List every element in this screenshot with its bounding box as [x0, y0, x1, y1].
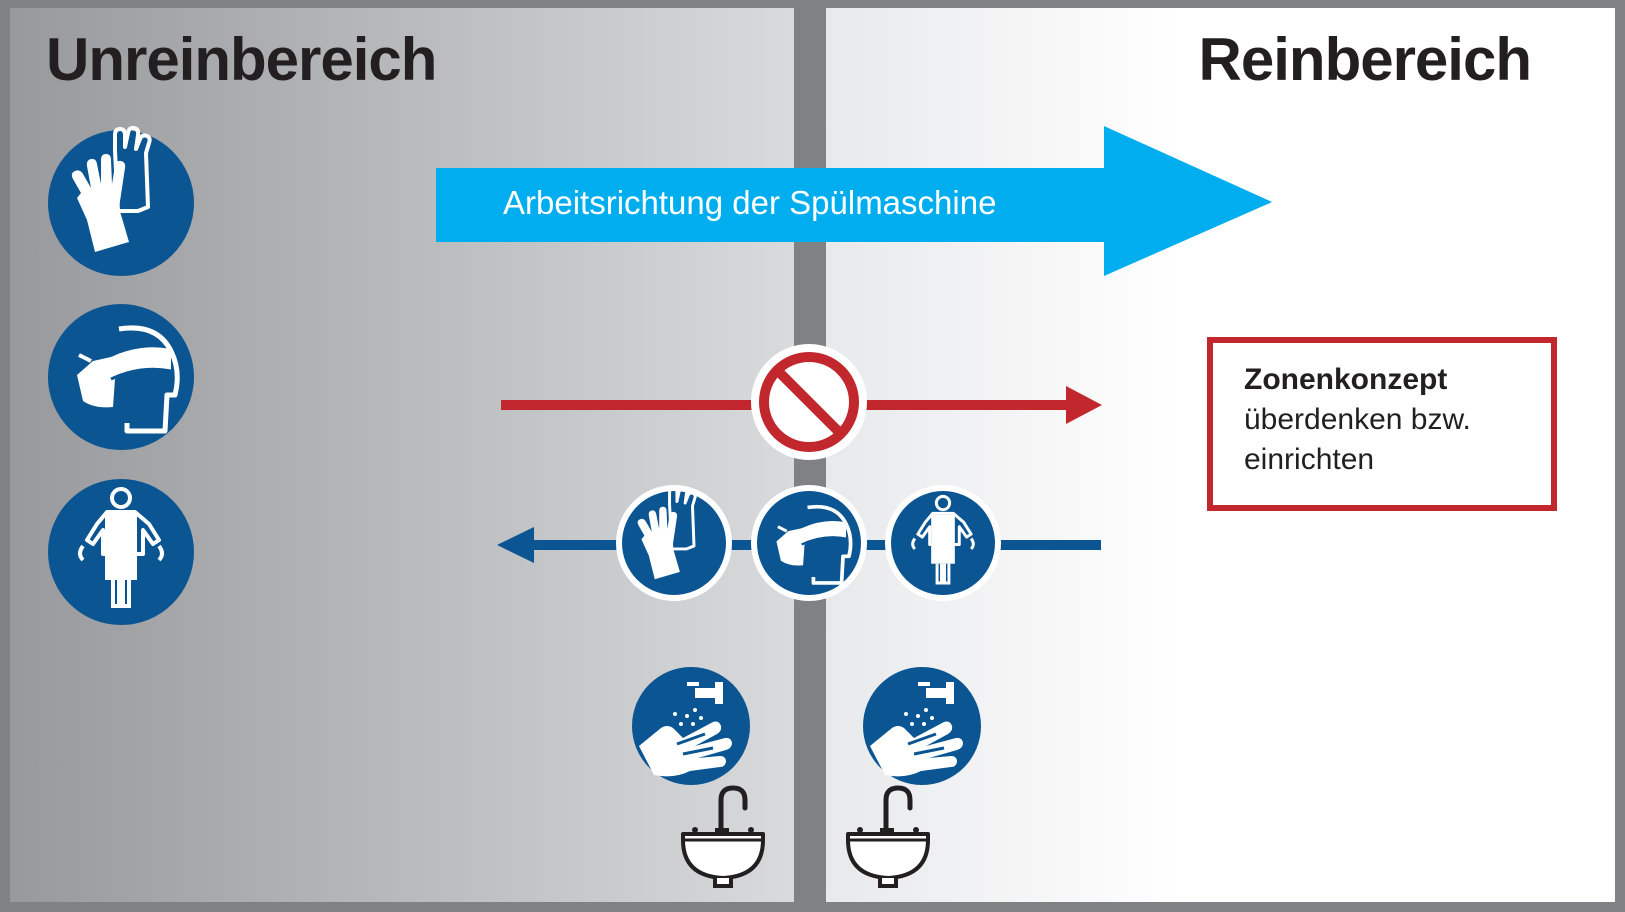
flow-direction-label: Arbeitsrichtung der Spülmaschine [503, 184, 997, 221]
hand-washing-sign-left [632, 667, 750, 785]
hand-washing-sign-right [863, 667, 981, 785]
prohibition-icon [751, 344, 867, 460]
clean-zone-title: Reinbereich [1198, 26, 1532, 93]
zone-concept-note-box [1207, 337, 1557, 511]
gloves-sign-left [48, 125, 194, 276]
mask-sign-left [48, 304, 194, 450]
note-title: Zonenkonzept [1244, 363, 1448, 396]
apron-sign-return [885, 485, 1001, 601]
apron-sign-left [48, 479, 194, 625]
gloves-sign-return [616, 485, 732, 601]
note-line-1: überdenken bzw. [1244, 403, 1471, 436]
unclean-zone-title: Unreinbereich [46, 26, 437, 93]
mask-sign-return [751, 485, 867, 601]
zone-concept-note: Zonenkonzept überdenken bzw. einrichten [1244, 360, 1471, 480]
note-line-2: einrichten [1244, 443, 1375, 476]
flow-direction-arrow [436, 126, 1272, 276]
